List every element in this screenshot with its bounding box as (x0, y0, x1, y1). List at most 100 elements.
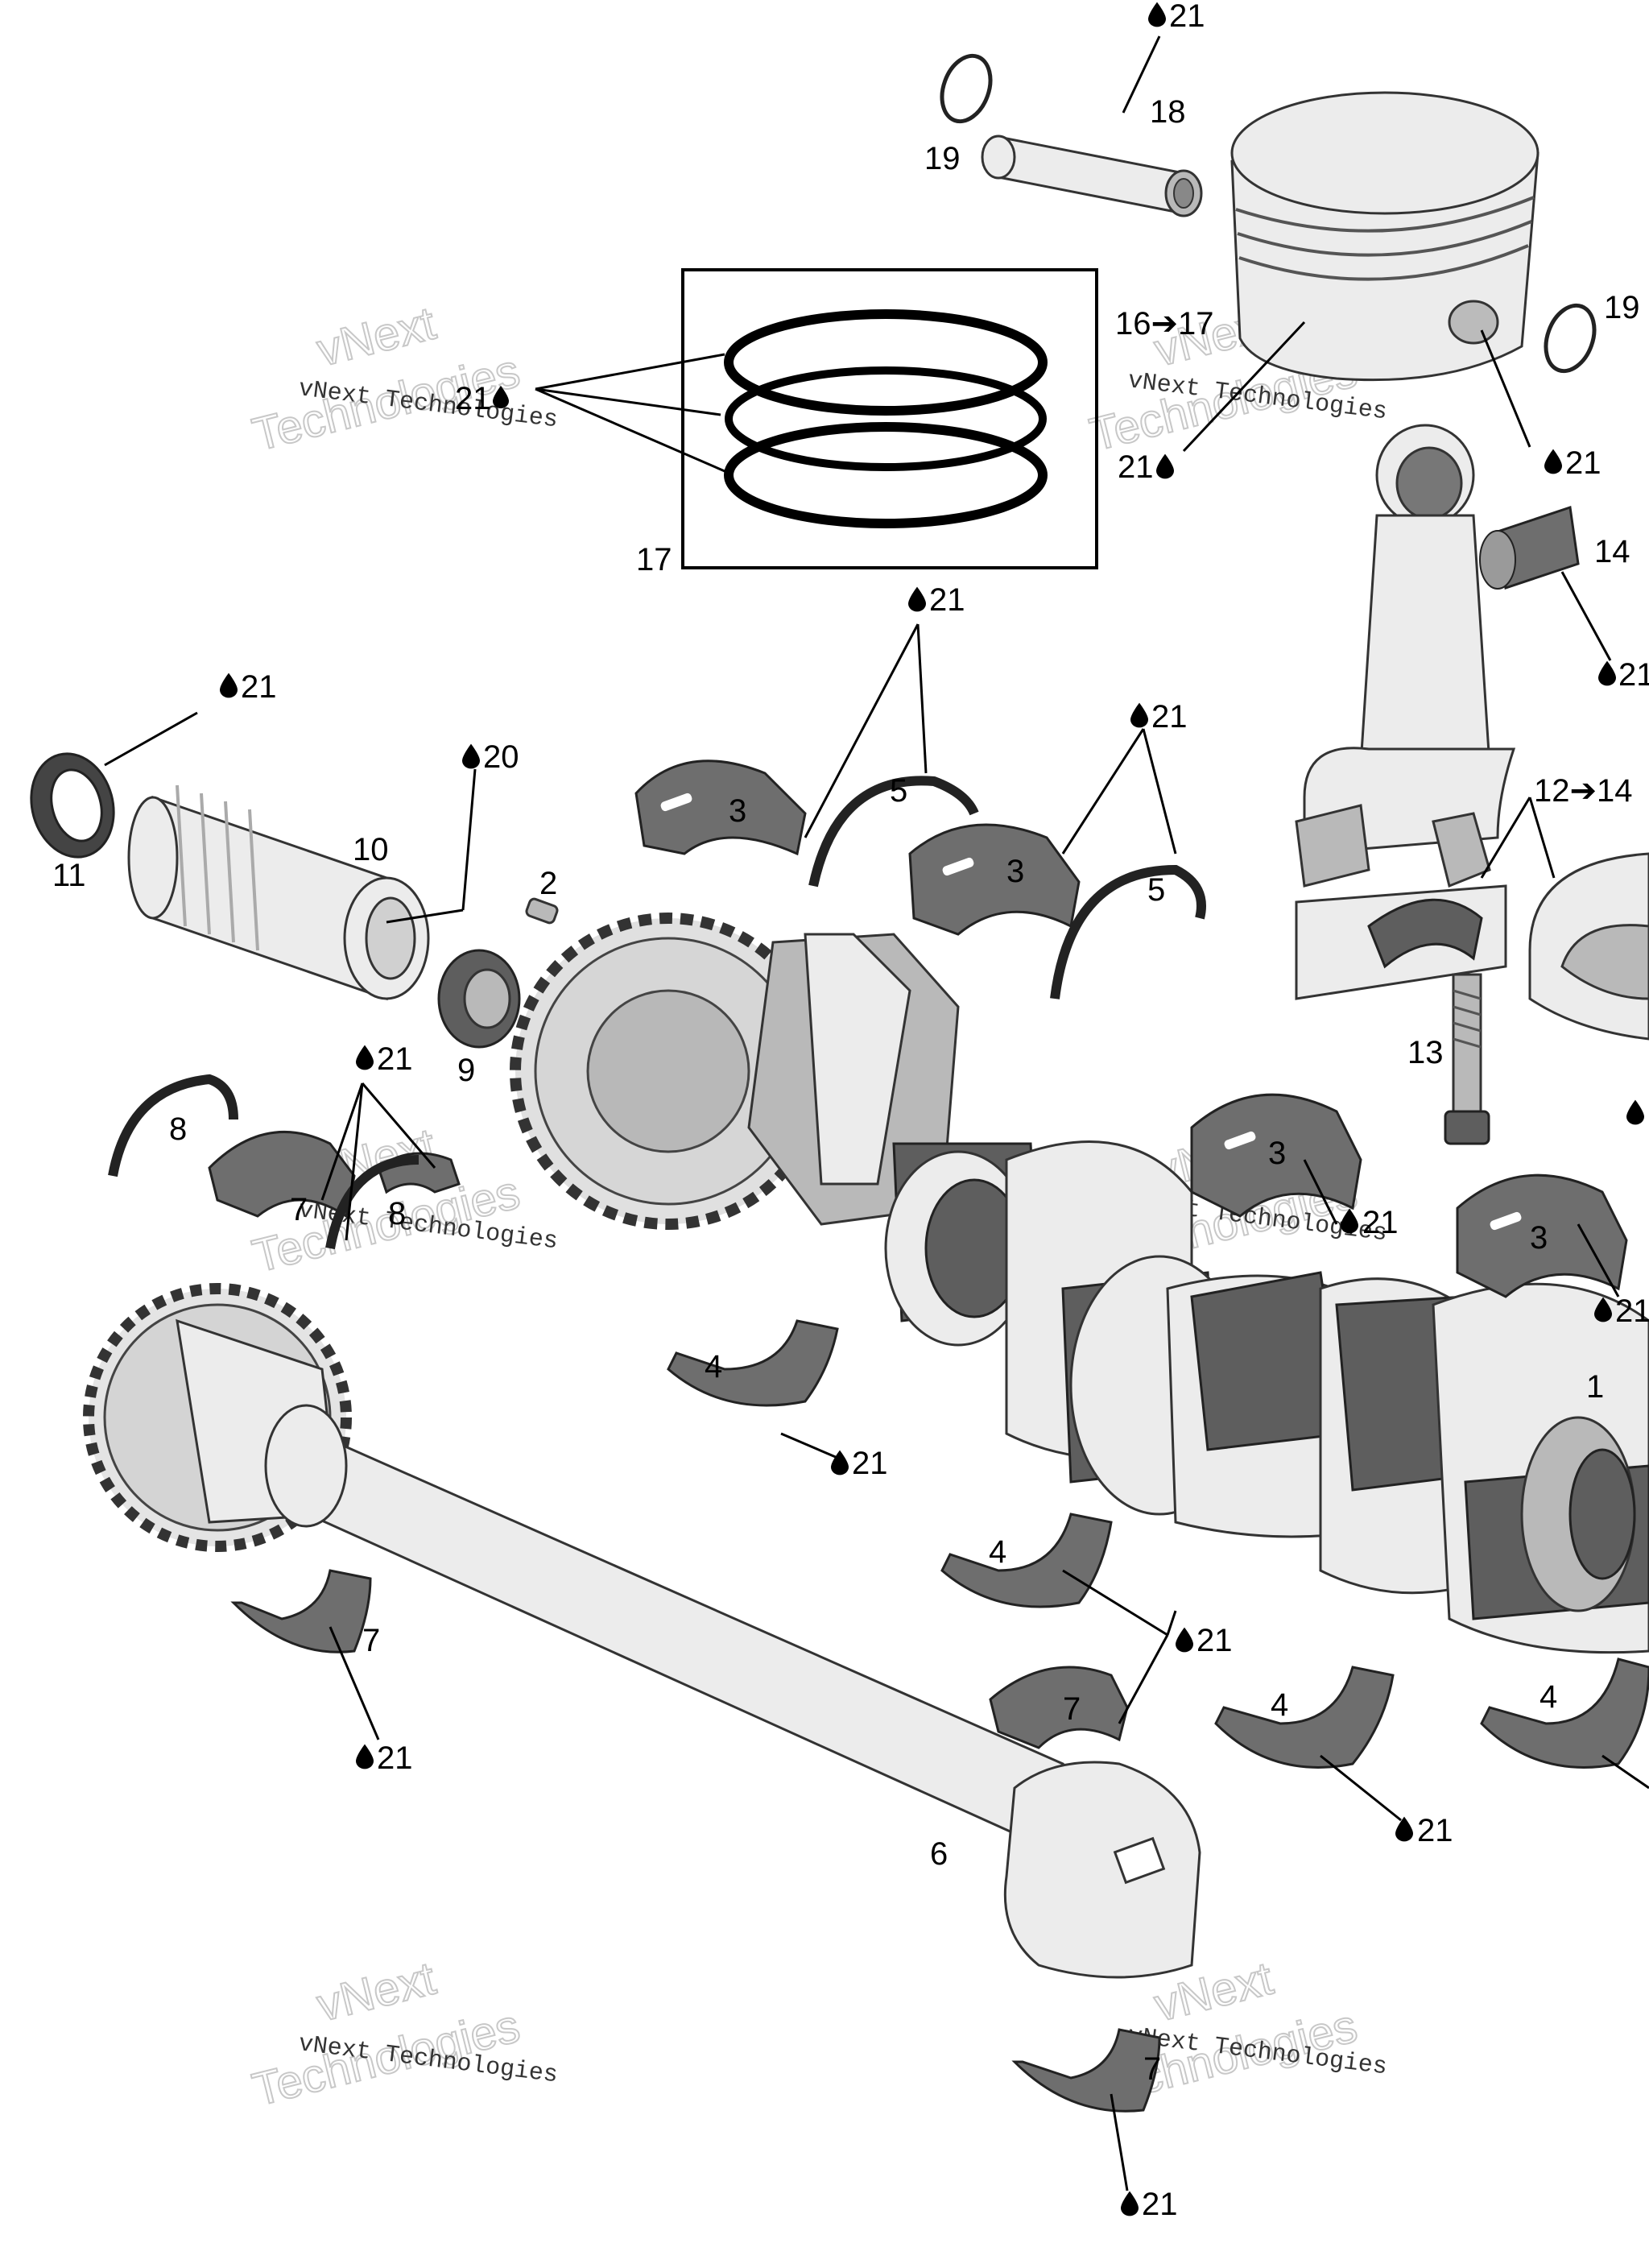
callout-4a: 4 (705, 1349, 722, 1384)
oil-drop-21-top: 21 (1148, 0, 1205, 34)
callout-6: 6 (930, 1836, 948, 1872)
balance-shaft-6 (83, 1283, 1201, 1979)
sprocket-9 (437, 949, 521, 1049)
svg-text:21: 21 (1142, 2187, 1178, 2222)
small-end-bushing-14 (1479, 506, 1580, 590)
svg-text:vNext: vNext (312, 1952, 440, 2032)
oil-drop-icon (1598, 660, 1616, 686)
conrod-bearing-right (1528, 852, 1649, 1041)
leader-lines (104, 35, 1649, 2191)
callout-8b: 8 (388, 1196, 406, 1231)
svg-text:21: 21 (377, 1041, 413, 1077)
oil-drop-21-4c: 21 (1395, 1813, 1453, 1848)
piston-pin (981, 135, 1203, 217)
bearing-shell-3d (1456, 1173, 1628, 1298)
oil-drop-icon (1148, 2, 1166, 27)
bearing-shell-7b (989, 1666, 1129, 1749)
thrust-washer-8b (325, 1155, 419, 1250)
callout-3b: 3 (1006, 854, 1024, 889)
bearing-shell-4c (1214, 1666, 1395, 1769)
oil-drop-21-balance-left: 21 (356, 1041, 413, 1077)
oil-drop-21-3c: 21 (1341, 1205, 1399, 1240)
callout-4b: 4 (989, 1534, 1006, 1570)
bearing-shell-3b (908, 823, 1081, 936)
callout-3a: 3 (729, 793, 746, 829)
callout-4c: 4 (1271, 1687, 1288, 1723)
circlip-19-right (1544, 303, 1597, 374)
bearing-shell-7a (230, 1569, 372, 1653)
svg-text:21: 21 (1565, 445, 1601, 481)
oil-drop-21-7a: 21 (356, 1740, 413, 1776)
svg-text:21: 21 (1417, 1813, 1453, 1848)
callout-8a: 8 (169, 1111, 187, 1147)
svg-text:21: 21 (1618, 657, 1649, 693)
connecting-rod (1295, 424, 1516, 1000)
callout-10: 10 (353, 832, 389, 867)
oil-drop-icon (356, 1045, 374, 1070)
thrust-washer-8a (108, 1074, 238, 1177)
oil-drop-21-seal: 21 (220, 669, 277, 705)
sleeve-10 (127, 784, 430, 1001)
callout-5b: 5 (1147, 872, 1165, 908)
callout-19a: 19 (924, 141, 961, 176)
callout-18: 18 (1150, 94, 1186, 130)
oil-drop-21-piston: 21 (1118, 449, 1174, 485)
oil-drop-21-mid: 21 (908, 582, 965, 618)
crankshaft-1 (747, 933, 1649, 1654)
oil-drop-icon (1121, 2191, 1139, 2216)
oil-drop-21-bushing: 21 (1598, 657, 1649, 693)
callout-9: 9 (457, 1053, 475, 1088)
bearing-shell-7d (208, 1130, 356, 1219)
svg-text:21: 21 (852, 1446, 888, 1481)
svg-text:20: 20 (483, 739, 519, 775)
bearing-shell-4a (667, 1319, 839, 1407)
callout-17: 17 (636, 542, 672, 577)
svg-text:21: 21 (1118, 449, 1154, 485)
oil-drop-icon (908, 586, 926, 612)
svg-text:21: 21 (1169, 0, 1205, 34)
callout-14: 14 (1594, 534, 1630, 569)
oil-drop-21-3d: 21 (1594, 1293, 1649, 1329)
callout-11: 11 (52, 858, 86, 893)
oil-drop-icon (1544, 449, 1562, 474)
piston (1230, 91, 1539, 382)
oil-callouts: 21 21 21 21 21 21 21 20 (220, 0, 1649, 2222)
oil-drop-21-circlip: 21 (1544, 445, 1601, 481)
callout-13: 13 (1407, 1035, 1444, 1070)
piston-rings-box (681, 268, 1098, 569)
bearing-shell-4d (1480, 1658, 1649, 1769)
callout-7a: 7 (362, 1623, 380, 1658)
oil-drop-icon (831, 1450, 849, 1475)
oil-drop-icon (1130, 702, 1148, 728)
svg-text:21: 21 (1362, 1205, 1399, 1240)
thrust-washer-5a (808, 776, 979, 888)
oil-drop-21-thrust: 21 (1130, 699, 1188, 735)
bearing-shell-7c (1011, 2028, 1161, 2113)
callout-3c: 3 (1268, 1136, 1286, 1171)
crank-gear (510, 913, 827, 1230)
callout-7d: 7 (290, 1192, 308, 1227)
svg-text:21: 21 (929, 582, 965, 618)
callout-12-14: 12➔14 (1534, 773, 1633, 809)
callout-16-17: 16➔17 (1115, 306, 1214, 341)
oil-drop-icon (1176, 1627, 1193, 1653)
oil-drop-icon (1156, 453, 1174, 479)
svg-text:21: 21 (241, 669, 277, 705)
svg-text:21: 21 (377, 1740, 413, 1776)
oil-drop-icon (220, 673, 238, 698)
bearing-shell-3a (634, 759, 807, 856)
callout-7c: 7 (1143, 2051, 1161, 2087)
callout-2: 2 (539, 866, 557, 901)
oil-drop-icon (1626, 1099, 1644, 1125)
callout-labels: 1 2 3 3 3 3 4 4 4 4 5 5 6 7 7 7 7 8 8 9 … (52, 94, 1640, 2087)
oil-drop-21-4b: 21 (1176, 1623, 1233, 1658)
svg-text:21: 21 (1151, 699, 1188, 735)
oil-drop-21-4a: 21 (831, 1446, 888, 1481)
oil-drop-icon (1395, 1816, 1413, 1842)
oil-drop-21-bottom: 21 (1121, 2187, 1178, 2222)
svg-text:21: 21 (455, 381, 491, 416)
oil-drop-21-rings: 21 (455, 381, 509, 416)
callout-7b: 7 (1063, 1691, 1081, 1727)
callout-5a: 5 (890, 773, 907, 809)
